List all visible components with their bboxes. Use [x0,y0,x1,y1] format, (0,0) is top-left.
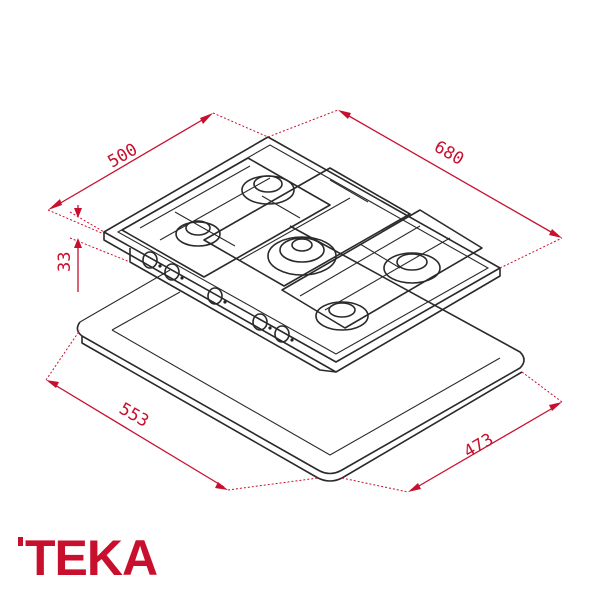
dimension-cutout-width: 553 [45,329,319,491]
pan-supports [121,157,483,329]
logo-accent-mark [18,537,23,546]
dimension-width: 500 [47,112,269,235]
knob-4 [252,313,272,331]
dimension-cutout-depth-label: 473 [461,430,498,463]
knob-2 [164,263,184,281]
dimension-height-label: 33 [55,252,75,272]
burner-rear-left [241,175,295,205]
knob-5 [274,325,294,343]
dimension-height: 33 [55,205,131,292]
burner-front-right [315,301,369,331]
burner-center-wok [267,236,337,276]
dimension-depth-label: 680 [431,137,468,170]
knob-1 [142,251,162,269]
dimension-width-label: 500 [105,140,142,173]
cutout-frame [76,225,525,482]
burner-front-left [175,220,221,247]
dimension-cutout-depth: 473 [341,371,563,493]
control-knobs [142,251,294,343]
teka-logo: TEKA [18,530,158,586]
dimension-cutout-width-label: 553 [116,399,153,432]
burners [175,175,441,331]
logo-text: TEKA [25,530,158,586]
knob-3 [207,287,227,305]
burner-rear-right [383,252,441,284]
